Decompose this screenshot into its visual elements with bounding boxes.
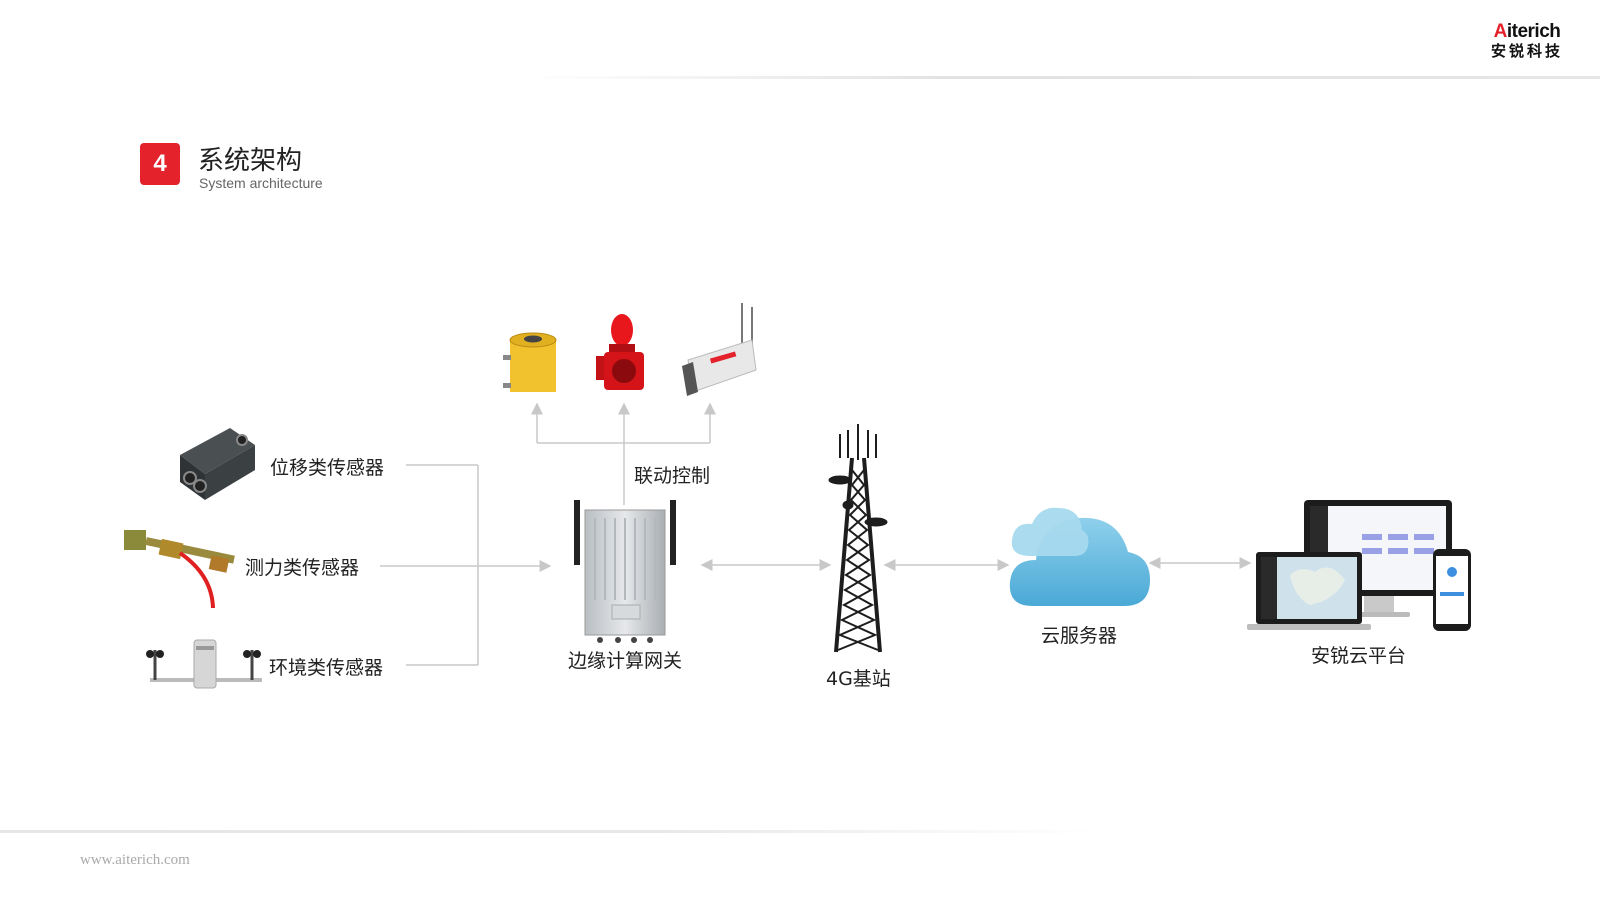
cloud-icon	[1009, 507, 1150, 606]
header-divider	[520, 76, 1600, 79]
footer-divider	[0, 830, 1100, 833]
base-station-label: 4G基站	[826, 668, 891, 690]
control-connectors	[531, 402, 716, 505]
displacement-sensor-label: 位移类传感器	[270, 457, 385, 479]
section-subtitle: System architecture	[199, 175, 323, 191]
environment-sensor-icon	[146, 639, 262, 689]
gateway-label: 边缘计算网关	[568, 650, 683, 672]
displacement-sensor-icon	[180, 428, 255, 500]
network-connectors	[700, 557, 1252, 571]
cloud-server-label: 云服务器	[1041, 625, 1118, 647]
section-number-badge: 4	[140, 143, 180, 185]
platform-label: 安锐云平台	[1311, 645, 1407, 667]
camera-icon	[682, 303, 757, 396]
footer-website[interactable]: www.aiterich.com	[80, 852, 190, 868]
edge-gateway-icon	[574, 500, 676, 643]
tower-icon	[828, 424, 888, 653]
section-title: 系统架构	[198, 146, 303, 176]
alarm-light-icon	[596, 314, 644, 390]
platform-devices-icon	[1247, 500, 1471, 631]
force-sensor-label: 测力类传感器	[245, 557, 360, 579]
logo-text-cn: 安锐科技	[1490, 42, 1563, 60]
logo-text-en: iterich	[1506, 21, 1561, 42]
linkage-control-label: 联动控制	[634, 465, 711, 487]
company-logo: Aiterich 安锐科技	[1482, 21, 1572, 61]
hydraulic-jack-icon	[503, 332, 557, 392]
logo-letter: A	[1493, 21, 1508, 42]
force-sensor-icon	[124, 530, 235, 609]
environment-sensor-label: 环境类传感器	[269, 657, 384, 679]
sensor-connectors	[380, 464, 552, 666]
